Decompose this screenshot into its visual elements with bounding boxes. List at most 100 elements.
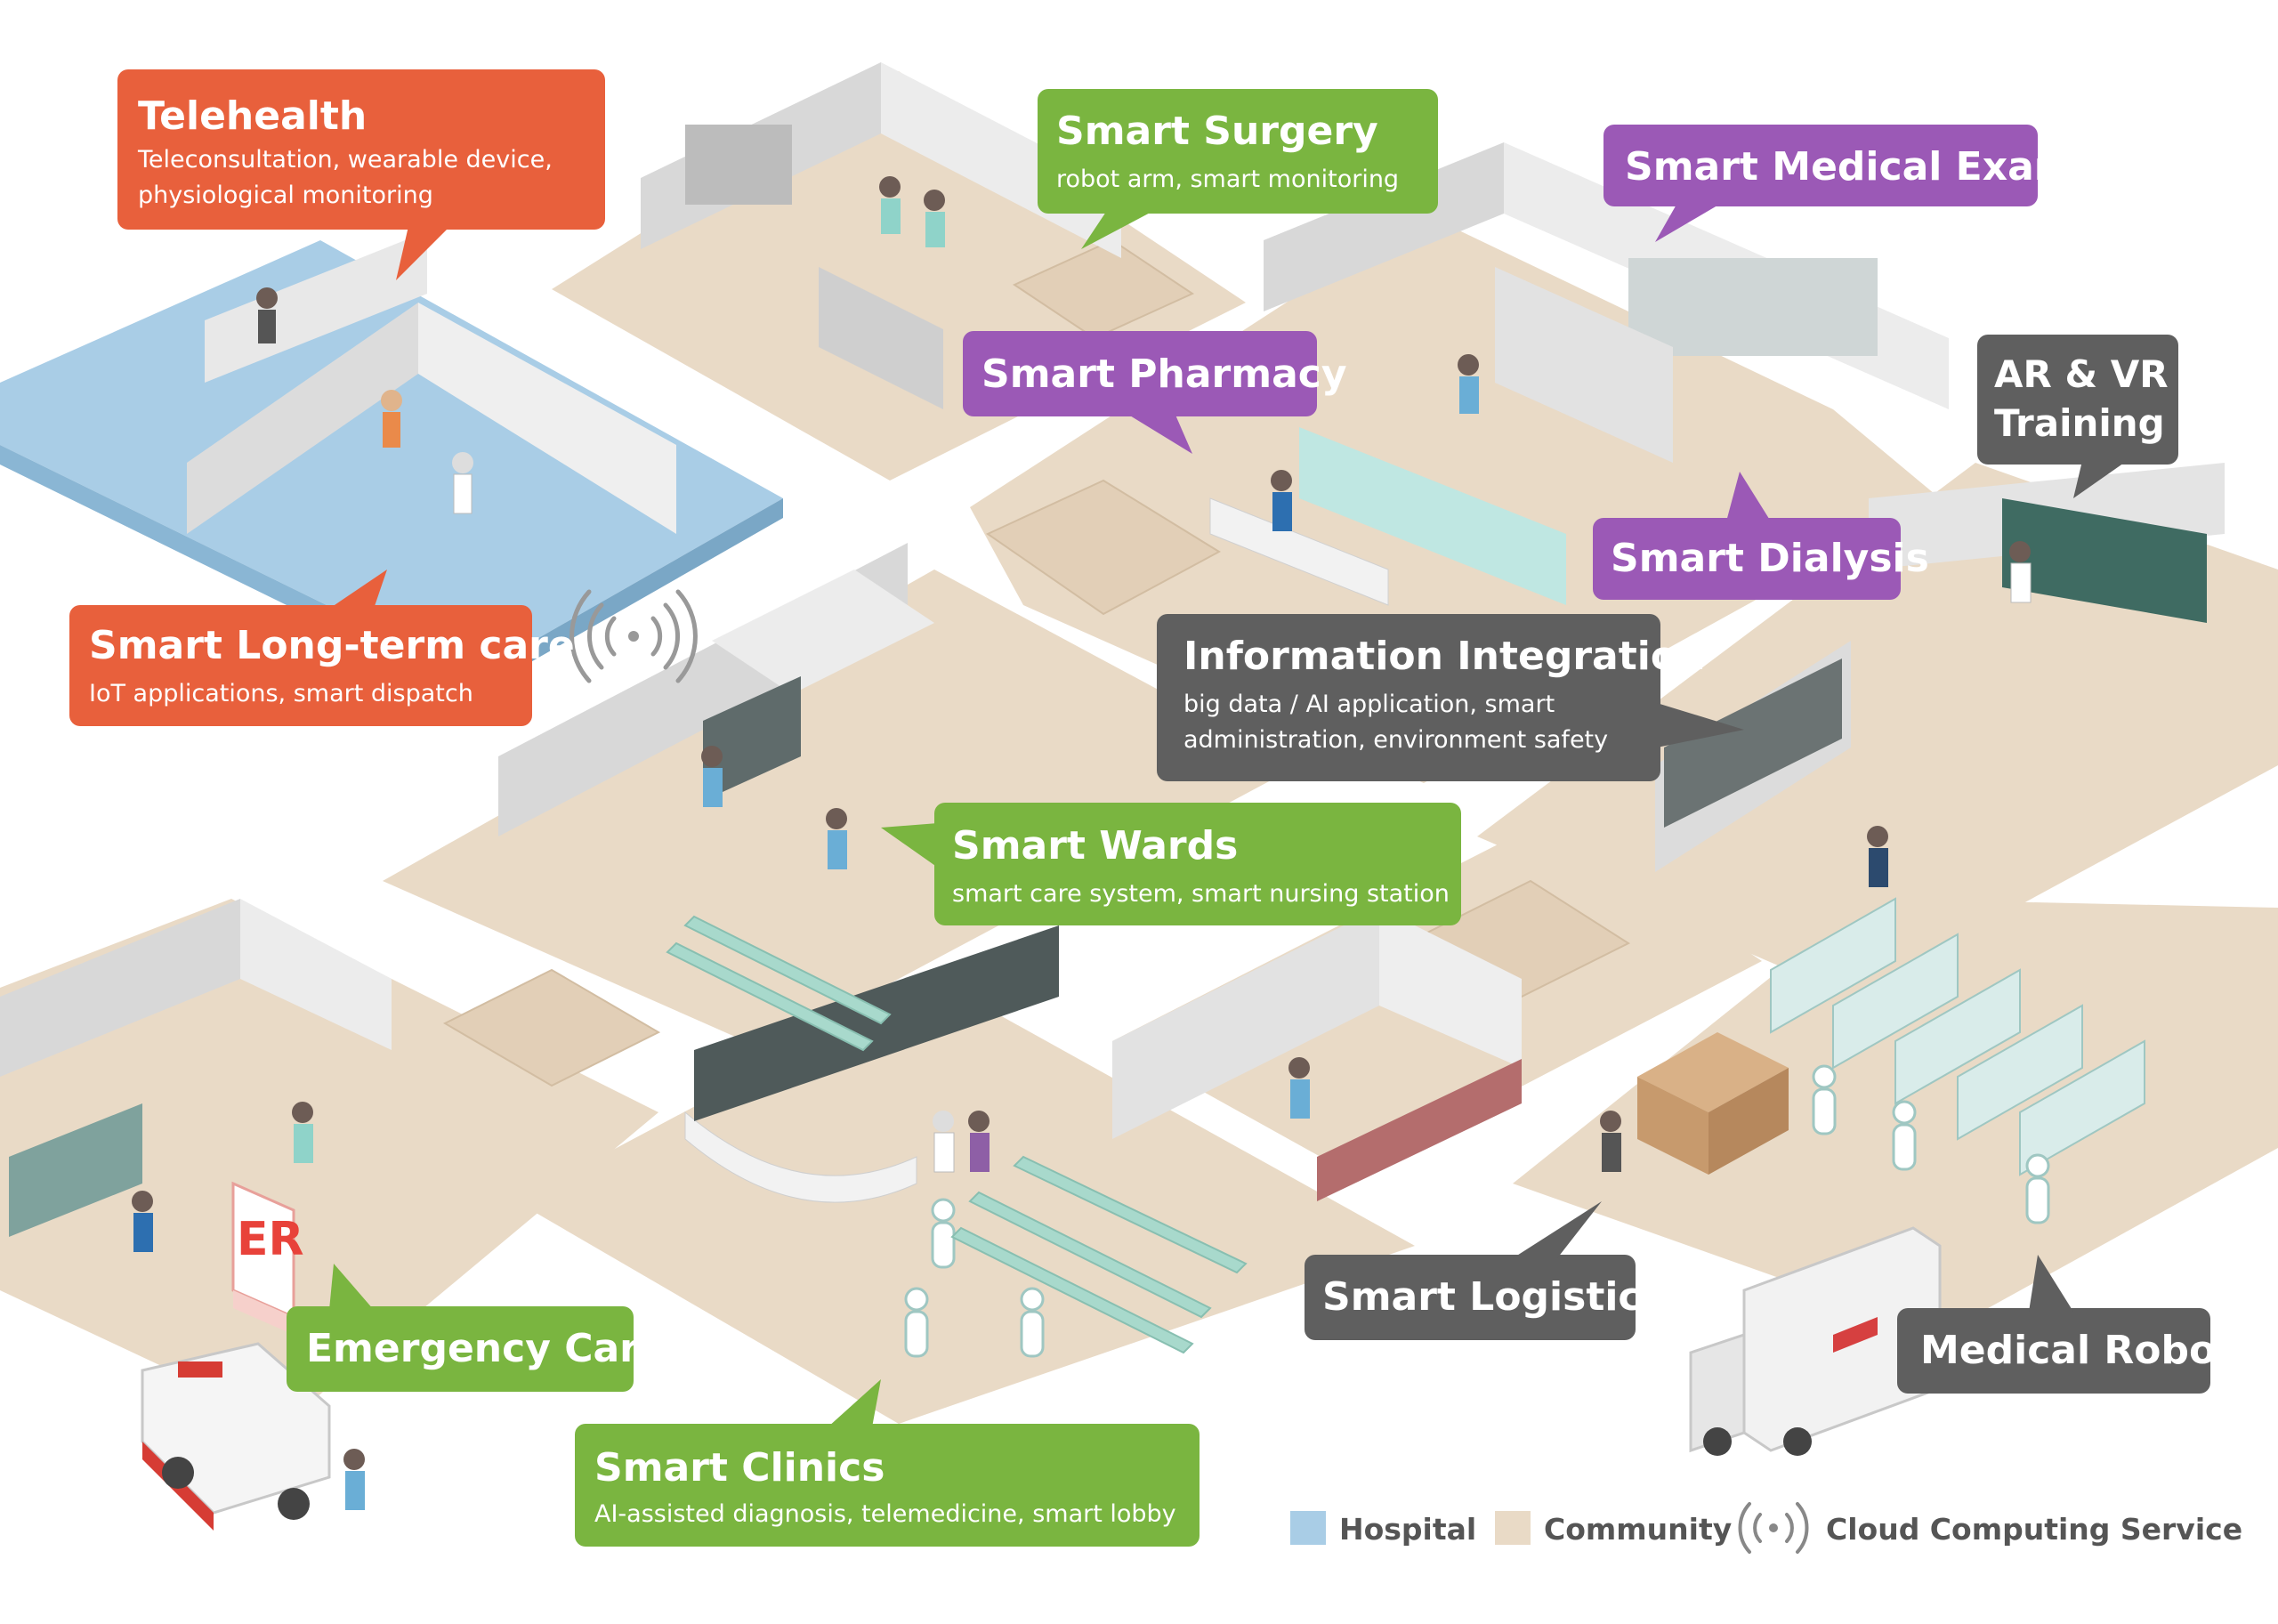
telehealth-wall-back <box>205 231 427 383</box>
legend-hospital-label: Hospital <box>1339 1512 1476 1547</box>
arvr-line-2: Training <box>1994 401 2165 445</box>
exam-wall-back <box>1264 142 1504 311</box>
pharmacy-title: Smart Pharmacy <box>981 351 1347 397</box>
er-sign: ER <box>231 1181 304 1335</box>
person <box>1288 1057 1310 1119</box>
robot <box>931 1198 956 1269</box>
walls <box>0 62 2225 1237</box>
robots <box>904 1064 2050 1358</box>
lobby-desk <box>684 1111 917 1203</box>
person <box>968 1111 990 1172</box>
telehealth-title: Telehealth <box>138 93 367 139</box>
exam-title: Smart Medical Exam <box>1625 144 2075 190</box>
legend-cloud-label: Cloud Computing Service <box>1826 1512 2242 1547</box>
surgery-cabinets <box>685 125 792 205</box>
wards-title: Smart Wards <box>952 823 1238 869</box>
pharmacy-counter <box>1209 497 1389 606</box>
person <box>1458 354 1479 414</box>
person <box>924 190 945 247</box>
surgery-title: Smart Surgery <box>1056 109 1378 154</box>
robot-title: Medical Robot <box>1920 1328 2234 1373</box>
person <box>1271 470 1292 531</box>
person <box>701 746 723 807</box>
longterm-desc: IoT applications, smart dispatch <box>89 680 473 707</box>
ambulance <box>141 1342 331 1531</box>
legend-community-label: Community <box>1544 1512 1732 1547</box>
info-title: Information Integration <box>1183 634 1705 679</box>
legend: Hospital Community Cloud Computing Servi… <box>1290 1502 2242 1554</box>
dialysis-title: Smart Dialysis <box>1611 536 1929 581</box>
callout-arvr: AR & VR Training <box>1977 335 2178 498</box>
callout-telehealth: Telehealth Teleconsultation, wearable de… <box>117 69 605 280</box>
info-desc-1: big data / AI application, smart <box>1183 691 1555 718</box>
person <box>452 452 473 514</box>
person <box>343 1449 365 1510</box>
stairs-center <box>985 479 1222 616</box>
warehouse-shelves <box>1770 897 2145 1176</box>
person <box>292 1102 313 1163</box>
exam-cabinets <box>1628 258 1878 356</box>
person <box>381 390 402 448</box>
legend-community-swatch <box>1495 1511 1531 1545</box>
telehealth-floor <box>0 240 783 676</box>
truck <box>1689 1226 1942 1456</box>
stairs-upper <box>1012 238 1195 340</box>
robot <box>2025 1153 2050 1224</box>
telehealth-partition <box>187 303 418 534</box>
legend-hospital-swatch <box>1290 1511 1326 1545</box>
surgery-desc: robot arm, smart monitoring <box>1056 166 1399 193</box>
callout-longterm: Smart Long-term care IoT applications, s… <box>69 570 575 726</box>
person <box>933 1111 955 1173</box>
video-wall <box>1664 658 1842 828</box>
boxes <box>1637 1032 1789 1175</box>
person <box>879 176 901 234</box>
person <box>256 287 278 343</box>
robot <box>1892 1100 1917 1171</box>
callout-pharmacy: Smart Pharmacy <box>963 331 1347 454</box>
info-desc-2: administration, environment safety <box>1183 726 1608 754</box>
surgery-room-wall-front <box>819 267 943 409</box>
person <box>2009 541 2032 603</box>
nursing-board <box>703 676 801 801</box>
person <box>1867 826 1888 887</box>
logistics-dark-wall <box>1317 1059 1522 1201</box>
dialysis-wall <box>1495 267 1673 463</box>
er-wall-left <box>0 899 240 1077</box>
callout-dialysis: Smart Dialysis <box>1593 472 1929 600</box>
arvr-screen <box>2002 498 2207 623</box>
er-board <box>9 1103 142 1237</box>
wards-room <box>712 570 934 694</box>
cloud-signal-icon <box>570 589 698 683</box>
robot <box>1812 1064 1837 1135</box>
pharmacy-shelf <box>1299 427 1566 605</box>
people <box>132 176 2032 1510</box>
logistics-title: Smart Logistics <box>1322 1274 1665 1320</box>
person <box>826 808 847 869</box>
person <box>1600 1111 1621 1172</box>
person <box>132 1191 153 1252</box>
seats <box>666 915 1248 1354</box>
emergency-title: Emergency Care <box>306 1326 666 1371</box>
clinics-desc: AI-assisted diagnosis, telemedicine, sma… <box>594 1500 1176 1528</box>
robot <box>904 1287 929 1358</box>
wards-desc: smart care system, smart nursing station <box>952 880 1450 908</box>
callout-clinics: Smart Clinics AI-assisted diagnosis, tel… <box>575 1379 1200 1547</box>
telehealth-floor-edge-right <box>472 498 783 696</box>
callout-robot: Medical Robot <box>1897 1255 2234 1394</box>
arvr-line-1: AR & VR <box>1994 352 2169 396</box>
lobby-screen <box>694 925 1059 1121</box>
callout-exam: Smart Medical Exam <box>1603 125 2075 242</box>
callout-surgery: Smart Surgery robot arm, smart monitorin… <box>1038 89 1438 249</box>
callout-wards: Smart Wards smart care system, smart nur… <box>881 803 1461 925</box>
robot <box>1020 1287 1045 1358</box>
logistics-wall <box>1112 908 1379 1139</box>
er-wall-right <box>240 899 392 1050</box>
er-sign-text: ER <box>237 1213 304 1266</box>
telehealth-desc-1: Teleconsultation, wearable device, <box>137 146 553 174</box>
callout-logistics: Smart Logistics <box>1305 1201 1665 1340</box>
callout-info: Information Integration big data / AI ap… <box>1157 614 1744 781</box>
telehealth-desc-2: physiological monitoring <box>138 182 433 209</box>
stairs <box>442 238 1631 1087</box>
logistics-room-back <box>1379 908 1522 1068</box>
